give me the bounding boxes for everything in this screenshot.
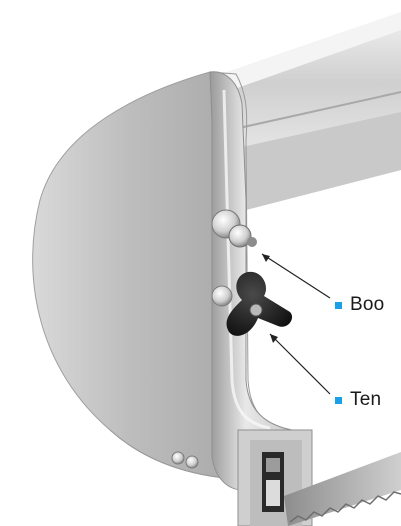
tension-knob (226, 271, 293, 336)
callout-label: Ten (350, 389, 382, 410)
callout-boo: Boo (335, 294, 384, 316)
saw-blade (284, 452, 401, 526)
square-bullet-icon (335, 301, 342, 309)
mounting-screws (171, 451, 199, 469)
square-bullet-icon (335, 396, 342, 404)
lower-bolt (211, 285, 233, 307)
leader-lines (261, 253, 331, 395)
side-plate (209, 71, 313, 491)
upper-bolt (211, 209, 257, 248)
callout-label: Boo (350, 294, 385, 315)
upper-arm (210, 12, 401, 214)
callout-ten: Ten (335, 389, 381, 411)
